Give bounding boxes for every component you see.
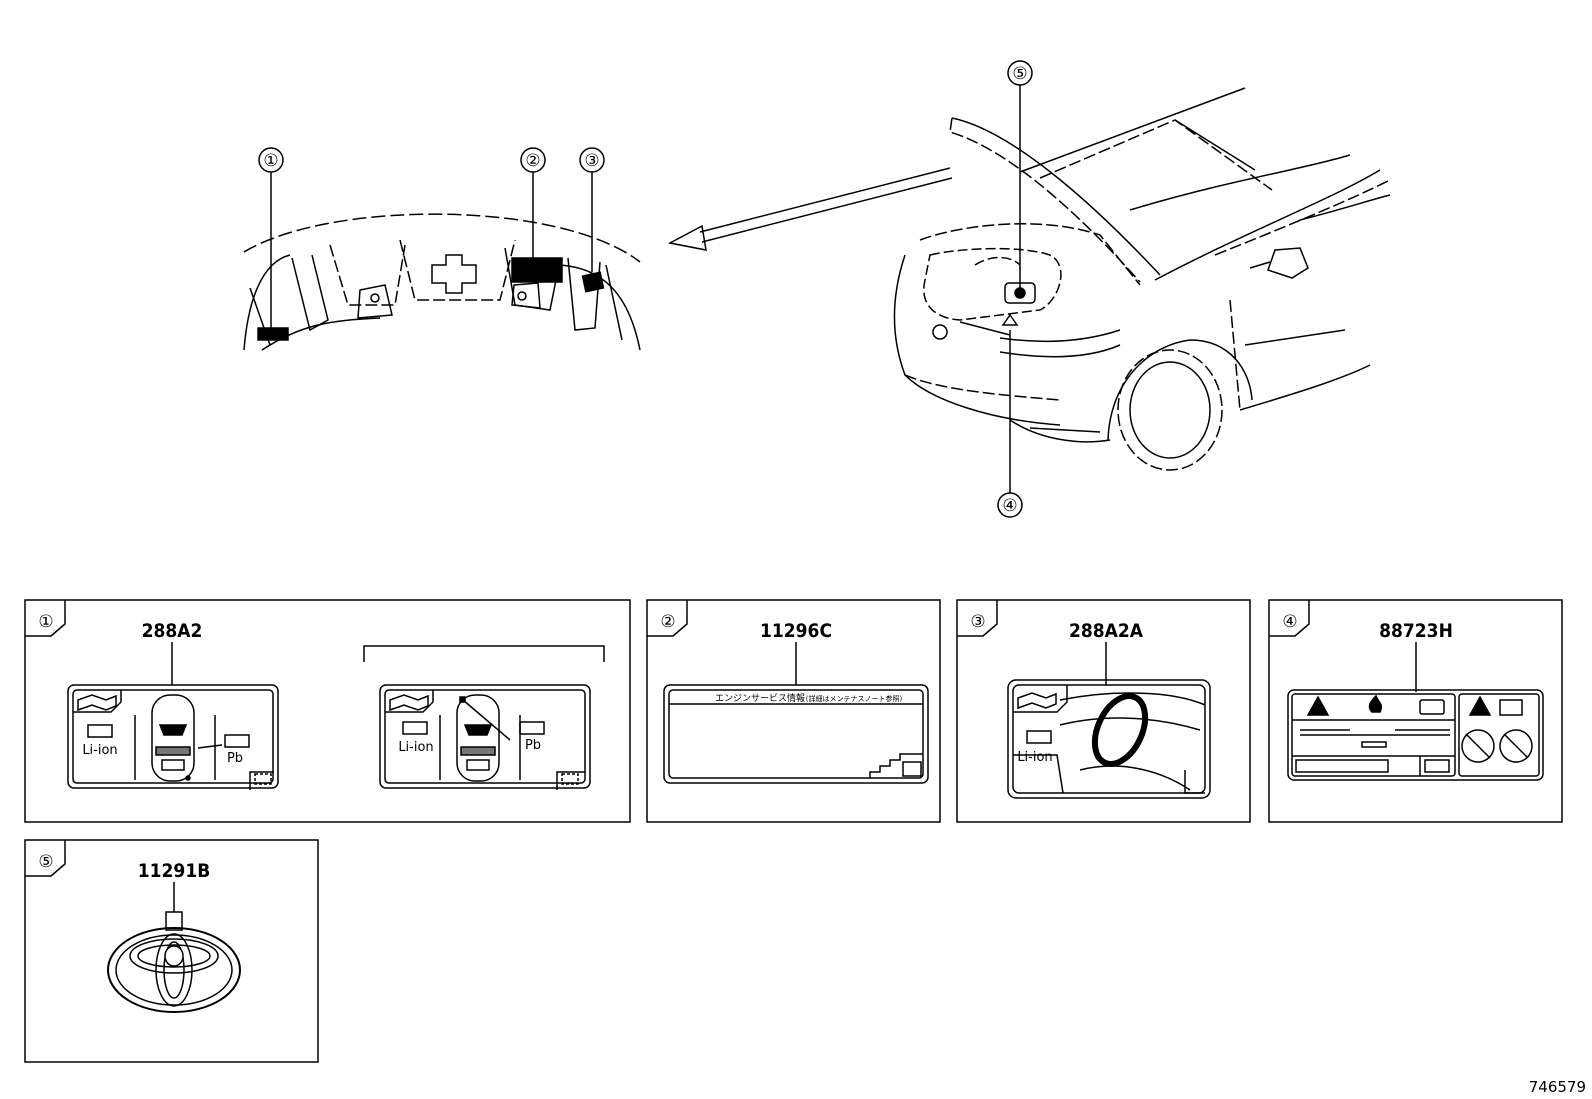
label-b-pb: Pb	[525, 738, 541, 753]
direction-arrow	[667, 167, 953, 251]
part-box-1	[24, 599, 631, 823]
engine-service-info-subtitle: (詳細はメンテナスノート参照)	[806, 694, 903, 703]
label-c-li-ion: Li-ion	[1017, 750, 1052, 765]
callout-1-label-top: ①	[263, 151, 278, 171]
box-2-callout: ②	[660, 612, 675, 632]
callout-2-top	[520, 147, 546, 173]
engine-service-info-title: エンジンサービス情報	[715, 692, 805, 704]
callout-5-top	[1007, 60, 1033, 86]
box-5-callout: ⑤	[38, 852, 53, 872]
part-number-3: 288A2A	[1069, 620, 1144, 642]
hood-underside-view	[243, 172, 641, 351]
callout-4-top	[997, 492, 1023, 518]
diagram-reference-number: 746579	[1529, 1078, 1586, 1096]
callout-1-top	[258, 147, 284, 173]
part-number-5: 11291B	[138, 860, 211, 882]
callout-5-label-top: ⑤	[1012, 64, 1027, 84]
callout-3-top	[579, 147, 605, 173]
part-number-1: 288A2	[142, 620, 203, 642]
box-1-callout: ①	[38, 612, 53, 632]
part-number-4: 88723H	[1379, 620, 1453, 642]
part-box-5	[24, 839, 319, 1063]
car-illustration	[893, 85, 1391, 493]
label-a-li-ion: Li-ion	[82, 743, 117, 758]
box-3-callout: ③	[970, 612, 985, 632]
box-4-callout: ④	[1282, 612, 1297, 632]
label-a-pb: Pb	[227, 751, 243, 766]
callout-3-label-top: ③	[584, 151, 599, 171]
part-box-3	[956, 599, 1251, 823]
callout-4-label-top: ④	[1002, 496, 1017, 516]
part-box-2	[646, 599, 941, 823]
part-box-4	[1268, 599, 1563, 823]
callout-2-label-top: ②	[525, 151, 540, 171]
label-b-li-ion: Li-ion	[398, 740, 433, 755]
part-number-2: 11296C	[760, 620, 832, 642]
